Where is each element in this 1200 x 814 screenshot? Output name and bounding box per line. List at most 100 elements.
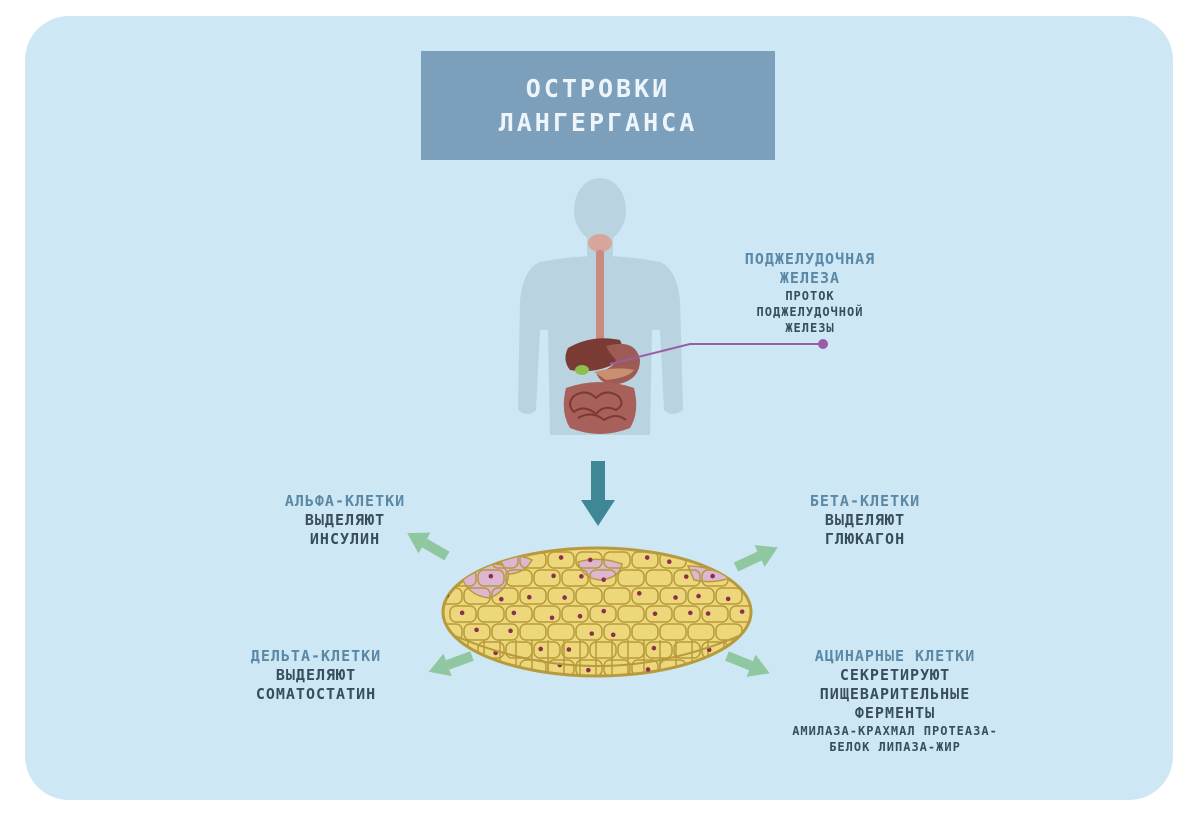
cell-nucleus [499, 596, 504, 602]
cell-nucleus [601, 608, 607, 614]
acinar-line-3: ФЕРМЕНТЫ [854, 704, 936, 722]
tissue-cell [533, 569, 561, 587]
tissue-cell [505, 569, 533, 587]
delta-line-1: ВЫДЕЛЯЮТ [275, 666, 357, 684]
tissue-cell [589, 641, 617, 659]
beta-heading: БЕТА-КЛЕТКИ [809, 492, 921, 510]
tissue-cell [631, 623, 659, 641]
cell-nucleus [651, 645, 657, 651]
pancreas-heading-line-2: ЖЕЛЕЗА [779, 269, 841, 287]
cell-nucleus [688, 610, 693, 616]
tissue-cell [603, 587, 631, 605]
cell-nucleus [579, 574, 584, 579]
cell-nucleus [551, 573, 556, 579]
cell-nucleus [636, 591, 642, 596]
title-line-2: ЛАНГЕРГАНСА [498, 107, 698, 137]
beta-cells-label: БЕТА-КЛЕТКИ ВЫДЕЛЯЮТ ГЛЮКАГОН [772, 492, 958, 549]
tissue-cell [575, 587, 603, 605]
cell-nucleus [586, 667, 591, 673]
throat-icon [588, 234, 612, 252]
arrow-to-acinar-icon [725, 651, 770, 677]
cell-nucleus [683, 574, 689, 579]
acinar-line-2: ПИЩЕВАРИТЕЛЬНЫЕ [819, 685, 971, 703]
tissue-cell [519, 623, 547, 641]
cell-nucleus [739, 609, 745, 614]
delta-line-2: СОМАТОСТАТИН [255, 685, 377, 703]
tissue-cell [477, 569, 505, 587]
tissue-cell [561, 605, 589, 623]
cell-nucleus [644, 555, 650, 560]
cell-nucleus [645, 667, 651, 672]
tissue-cell [659, 587, 687, 605]
tissue-cell [575, 623, 603, 641]
cell-nucleus [601, 577, 607, 583]
cell-nucleus [508, 628, 513, 634]
arrow-to-beta-icon [733, 545, 778, 572]
delta-heading: ДЕЛЬТА-КЛЕТКИ [250, 647, 382, 665]
digestive-organs [563, 234, 640, 434]
cell-nucleus [474, 627, 479, 633]
cell-nucleus [587, 557, 593, 563]
delta-cells-label: ДЕЛЬТА-КЛЕТКИ ВЫДЕЛЯЮТ СОМАТОСТАТИН [226, 647, 406, 704]
tissue-cell [463, 623, 491, 641]
cell-nucleus [696, 593, 701, 599]
tissue-cell [491, 587, 519, 605]
cell-nucleus [673, 595, 678, 600]
tissue-cell [561, 569, 589, 587]
cell-nucleus [610, 632, 616, 638]
tissue-cell [575, 551, 603, 569]
tissue-cell [561, 641, 589, 659]
cell-nucleus [549, 615, 555, 621]
tissue-cell [687, 623, 715, 641]
tissue-cell [519, 587, 547, 605]
side-arrows [407, 532, 778, 677]
cell-nucleus [577, 613, 583, 619]
tissue-cell [589, 569, 617, 587]
tissue-cell [477, 605, 505, 623]
tissue-cell [617, 605, 645, 623]
tissue-cell [631, 551, 659, 569]
tissue-cell [547, 587, 575, 605]
tissue-cell [449, 605, 477, 623]
islet-tissue-illustration [441, 546, 753, 678]
cell-nucleus [666, 559, 672, 565]
tissue-cell [631, 587, 659, 605]
pancreas-duct-line-1: ПРОТОК [785, 289, 835, 303]
tissue-cell [617, 569, 645, 587]
tissue-cell [603, 551, 631, 569]
tissue-cell [589, 605, 617, 623]
tissue-cell [659, 623, 687, 641]
title-banner: ОСТРОВКИ ЛАНГЕРГАНСА [421, 51, 775, 160]
esophagus-icon [596, 250, 604, 346]
cell-nucleus [705, 611, 711, 616]
acinar-line-1: СЕКРЕТИРУЮТ [839, 666, 951, 684]
pancreas-heading-line-1: ПОДЖЕЛУДОЧНАЯ [744, 250, 876, 268]
tissue-cell [603, 623, 631, 641]
alpha-line-1: ВЫДЕЛЯЮТ [304, 511, 386, 529]
tissue-cell [491, 623, 519, 641]
cell-nucleus [558, 555, 564, 560]
pancreas-duct-line-3: ЖЕЛЕЗЫ [785, 321, 835, 335]
acinar-heading: АЦИНАРНЫЕ КЛЕТКИ [814, 647, 976, 665]
tissue-cell [505, 605, 533, 623]
tissue-cell [477, 641, 505, 659]
tissue-cell [463, 587, 491, 605]
tissue-cell [645, 641, 673, 659]
alpha-cells-label: АЛЬФА-КЛЕТКИ ВЫДЕЛЯЮТ ИНСУЛИН [250, 492, 440, 549]
tissue-cell [547, 551, 575, 569]
cell-nucleus [710, 573, 715, 579]
cell-nucleus [488, 573, 494, 579]
tissue-cell [547, 623, 575, 641]
cell-nucleus [706, 647, 712, 653]
title-line-1: ОСТРОВКИ [525, 73, 671, 103]
tissue-cell [729, 605, 751, 623]
tissue-cell [631, 659, 659, 676]
down-arrow-icon [581, 461, 615, 526]
cell-nucleus [562, 595, 567, 600]
arrow-to-alpha-icon [407, 532, 450, 561]
cell-nucleus [725, 596, 731, 602]
gallbladder-icon [575, 365, 589, 375]
tissue-cell [533, 641, 561, 659]
intestines-icon [563, 382, 637, 434]
